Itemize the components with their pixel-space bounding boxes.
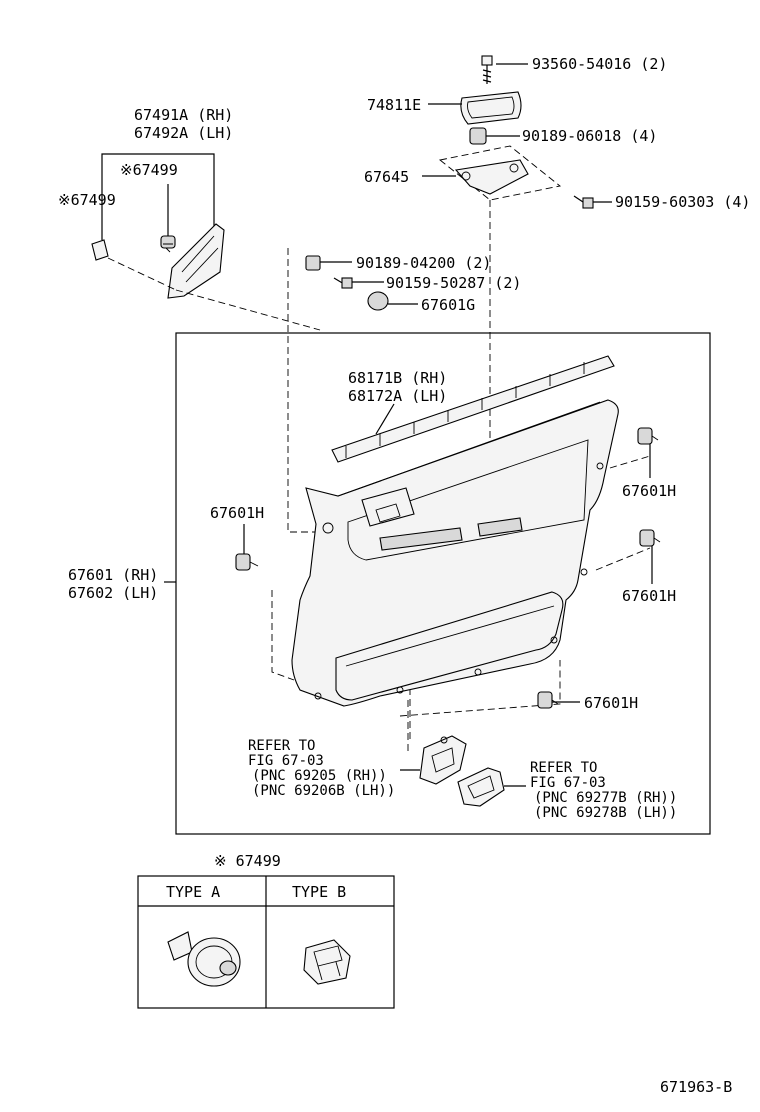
label-weatherstrip-rh: 68171B (RH) bbox=[348, 369, 447, 387]
label-clip-90189-04200: 90189-04200 (2) bbox=[356, 254, 491, 272]
pull-handle-icon bbox=[457, 767, 505, 807]
label-refer1-line4: (PNC 69206B (LH)) bbox=[252, 783, 395, 799]
label-refer2-line2: FIG 67-03 bbox=[530, 775, 606, 791]
door-handle-cup-icon bbox=[460, 91, 522, 125]
figure-id: 671963-B bbox=[660, 1078, 732, 1096]
label-handle-74811e: 74811E bbox=[367, 96, 421, 114]
screw-90159-60303-icon bbox=[573, 195, 594, 209]
label-clip-67601g: 67601G bbox=[421, 296, 475, 314]
legend-table bbox=[137, 875, 395, 1009]
door-trim-panel-icon bbox=[291, 399, 619, 707]
legend-type-a: TYPE A bbox=[166, 883, 220, 901]
label-panel-rh: 67601 (RH) bbox=[68, 566, 158, 584]
clip-67601g-icon bbox=[367, 291, 389, 311]
clip-90189-04200-icon bbox=[305, 255, 321, 271]
bracket-67645-icon bbox=[454, 159, 529, 195]
label-bracket-67645: 67645 bbox=[364, 168, 409, 186]
label-refer1-line3: (PNC 69205 (RH)) bbox=[252, 768, 387, 784]
label-screw-90159-60303: 90159-60303 (4) bbox=[615, 193, 750, 211]
label-clip-67601h-bottom: 67601H bbox=[584, 694, 638, 712]
label-clip-67601h-left: 67601H bbox=[210, 504, 264, 522]
legend-title: ※ 67499 bbox=[214, 852, 281, 870]
clip-square-icon bbox=[91, 239, 109, 261]
label-cover-lh: 67492A (LH) bbox=[134, 124, 233, 142]
label-weatherstrip-lh: 68172A (LH) bbox=[348, 387, 447, 405]
screw-90159-50287-icon bbox=[333, 277, 353, 289]
inside-handle-icon bbox=[419, 735, 467, 785]
label-panel-lh: 67602 (LH) bbox=[68, 584, 158, 602]
screw-93560-icon bbox=[481, 55, 493, 84]
label-refer2-line4: (PNC 69278B (LH)) bbox=[534, 805, 677, 821]
label-clip-67499-a: ※67499 bbox=[120, 161, 178, 179]
label-screw-93560: 93560-54016 (2) bbox=[532, 55, 667, 73]
label-cover-rh: 67491A (RH) bbox=[134, 106, 233, 124]
label-clip-67601h-right-mid: 67601H bbox=[622, 587, 676, 605]
label-screw-90159-50287: 90159-50287 (2) bbox=[386, 274, 521, 292]
clip-67601h-right-top-icon bbox=[637, 427, 659, 445]
clip-type-a-icon bbox=[167, 931, 241, 987]
clip-type-b-icon bbox=[303, 939, 351, 985]
clip-67601h-bottom-icon bbox=[537, 691, 559, 709]
label-clip-90189-06018: 90189-06018 (4) bbox=[522, 127, 657, 145]
label-clip-67601h-right-top: 67601H bbox=[622, 482, 676, 500]
mirror-cover-icon bbox=[167, 223, 225, 299]
legend-type-b: TYPE B bbox=[292, 883, 346, 901]
clip-67601h-right-mid-icon bbox=[639, 529, 661, 547]
door-panel-frame bbox=[175, 332, 711, 835]
weatherstrip-icon bbox=[331, 355, 615, 463]
label-refer1-line1: REFER TO bbox=[248, 738, 315, 754]
label-refer1-line2: FIG 67-03 bbox=[248, 753, 324, 769]
label-refer2-line3: (PNC 69277B (RH)) bbox=[534, 790, 677, 806]
clip-67601h-left-icon bbox=[235, 553, 259, 571]
clip-90189-06018-icon bbox=[469, 127, 487, 145]
label-clip-67499-b: ※67499 bbox=[58, 191, 116, 209]
clip-push-icon bbox=[160, 235, 176, 253]
label-refer2-line1: REFER TO bbox=[530, 760, 597, 776]
